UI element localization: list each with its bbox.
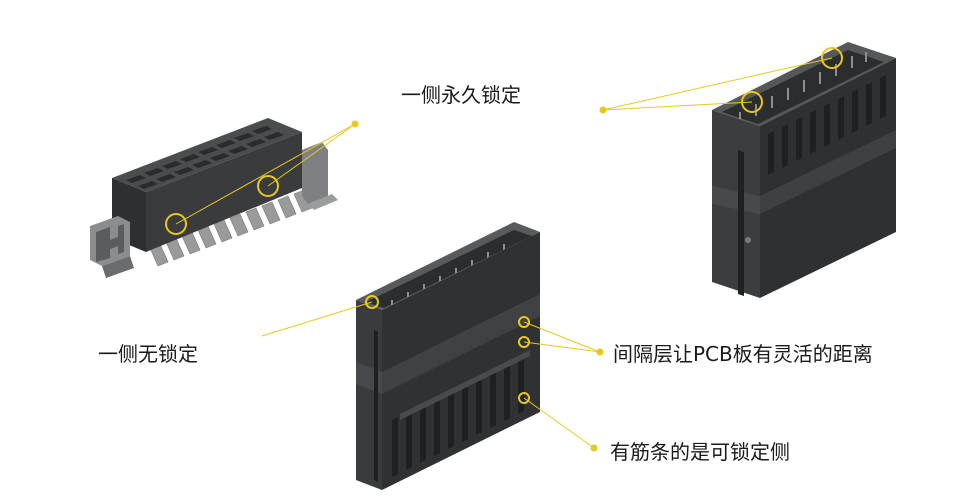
callout-ring xyxy=(518,316,530,328)
callout-ring xyxy=(821,47,843,69)
vertical-connector-locked xyxy=(712,42,896,298)
vertical-connector-center xyxy=(356,222,540,490)
callout-ring xyxy=(741,91,763,113)
callout-dot xyxy=(351,120,359,128)
cavity-grid xyxy=(126,126,284,189)
center-lower-slots xyxy=(392,354,524,477)
callout-ring xyxy=(518,336,530,348)
callout-ring xyxy=(165,213,187,235)
callouts xyxy=(165,47,843,449)
label-ribbed-lockable-side: 有筋条的是可锁定侧 xyxy=(610,440,790,464)
callout-ring xyxy=(257,175,279,197)
front-slots xyxy=(768,75,886,175)
callout-dot xyxy=(590,444,598,452)
label-spacer-pcb-distance: 间隔层让PCB板有灵活的距离 xyxy=(613,342,873,366)
slot-contacts xyxy=(739,52,867,124)
label-one-side-no-lock: 一侧无锁定 xyxy=(98,342,198,366)
latch-bracket xyxy=(90,216,134,278)
horizontal-smt-connector xyxy=(90,118,338,278)
label-one-side-permanent-lock: 一侧永久锁定 xyxy=(401,83,521,107)
callout-dots xyxy=(351,106,607,452)
callout-ring xyxy=(365,295,379,309)
callout-dot xyxy=(599,106,607,114)
callout-dot xyxy=(596,348,604,356)
callout-ring xyxy=(518,392,530,404)
